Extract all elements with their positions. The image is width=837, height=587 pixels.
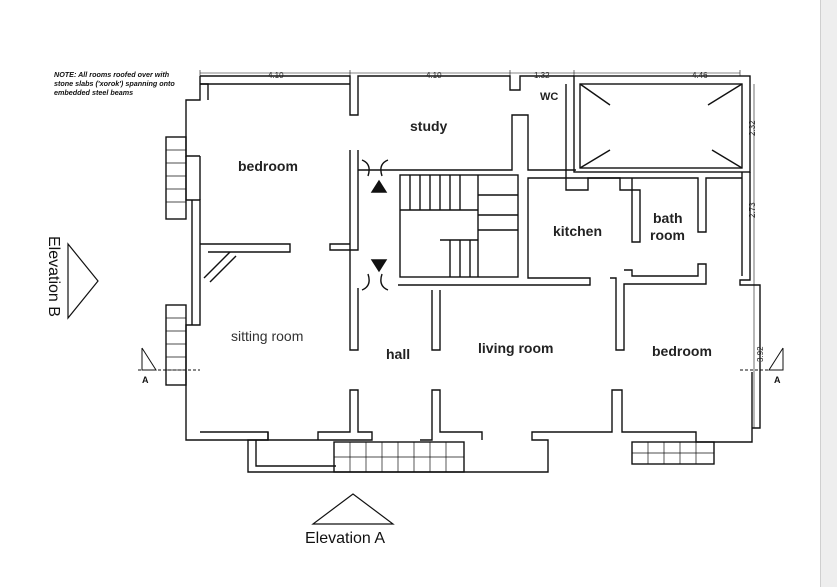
wall-right [739,172,761,429]
stair-treads [409,175,518,277]
dimension-top-4: 4.46 [692,71,708,80]
elevation-a-marker [311,493,395,525]
dimension-top-2: 4.10 [426,71,442,80]
wall-left [185,156,269,441]
room-label-study: study [410,118,448,134]
room-label-wc: WC [540,91,559,103]
wall-right-wing [573,75,751,173]
elevation-a-label: Elevation A [305,530,386,547]
dimension-top-1: 4.10 [268,71,284,80]
room-label-bath-room: room [650,227,685,243]
section-label-left: A [142,375,149,385]
dimension-top-3: 1.32 [534,71,550,80]
elevation-b-label: Elevation B [45,236,62,317]
dimension-right-3: 3.92 [756,346,765,362]
room-label-living-room: living room [478,340,554,356]
section-mark-right [768,347,784,371]
page-edge-strip [820,0,837,587]
dimension-right-2: 2.73 [748,202,757,218]
wall-bottom [247,372,753,473]
room-label-bedroom-left: bedroom [238,158,298,174]
room-label-sitting-room: sitting room [231,328,304,344]
wall-bedroom-right [610,263,707,351]
elevation-b-marker [67,242,99,320]
wall-top [200,75,574,116]
dimension-right-1: 2.32 [748,120,757,136]
room-label-bedroom-right: bedroom [652,343,712,359]
wall-study-bottom [358,114,566,171]
room-label-hall: hall [386,346,411,362]
section-mark-left [141,347,157,371]
section-label-right: A [774,375,781,385]
wall-top-left-down [185,76,201,157]
bay-window-left-bottom [165,304,187,386]
room-label-bath: bath [653,210,683,226]
wall-top-left-inner [200,83,209,100]
wall-bedroom-sitting [200,243,291,253]
stair [399,174,519,278]
wall-hall-living [398,177,641,286]
roofing-note: NOTE: All rooms roofed over with stone s… [54,70,175,97]
bay-window-left-top [165,136,187,220]
room-label-kitchen: kitchen [553,223,603,239]
wall-kitchen-bath [565,170,742,233]
